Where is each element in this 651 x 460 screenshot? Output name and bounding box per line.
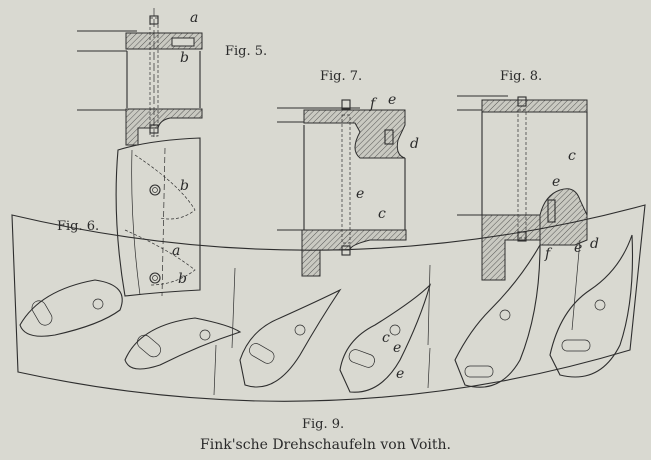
fig5-label: Fig. 5. xyxy=(225,44,267,59)
fig7-letter-e: e xyxy=(356,186,364,202)
fig5-letter-a: a xyxy=(190,10,198,26)
fig7-letter-e-top: e xyxy=(388,92,396,108)
fig7-letter-d: d xyxy=(410,136,419,152)
fig8-drawing xyxy=(457,95,588,281)
blade-6 xyxy=(549,234,634,378)
fig9-letter-c: c xyxy=(382,330,390,346)
fig9-drawing xyxy=(11,204,646,402)
fig6-letter-b-bottom: b xyxy=(178,271,187,287)
blade-2 xyxy=(124,317,242,370)
fig7-letter-f: f xyxy=(369,96,378,112)
blade-4 xyxy=(339,283,432,393)
blade-1 xyxy=(19,279,123,337)
fig6-letter-b-top: b xyxy=(180,178,189,194)
fig6-drawing xyxy=(115,137,201,297)
fig8-letter-d: d xyxy=(590,236,599,252)
fig8-letter-f: f xyxy=(544,246,553,262)
blade-3 xyxy=(239,288,342,388)
fig8-label: Fig. 8. xyxy=(500,69,542,84)
fig5-drawing xyxy=(77,8,203,146)
fig8-letter-c: c xyxy=(568,148,576,164)
fig9-letter-e-top: e xyxy=(393,340,401,356)
fig7-letter-c: c xyxy=(378,206,386,222)
fig5-letter-b: b xyxy=(180,50,189,66)
fig6-letter-a: a xyxy=(172,243,180,259)
fig9-letter-e: e xyxy=(396,366,404,382)
figure-caption: Fink'sche Drehschaufeln von Voith. xyxy=(200,437,451,453)
fig8-letter-e: e xyxy=(574,240,582,256)
fig8-letter-e-top: e xyxy=(552,174,560,190)
fig9-label: Fig. 9. xyxy=(302,417,344,432)
fig7-drawing xyxy=(277,99,407,277)
blade-5 xyxy=(454,242,541,388)
fig7-label: Fig. 7. xyxy=(320,69,362,84)
